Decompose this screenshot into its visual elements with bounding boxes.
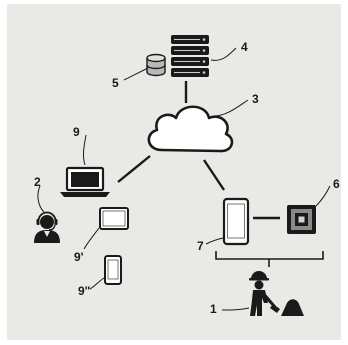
label-sensor: 6: [333, 177, 340, 191]
cloud-tablet-link: [203, 159, 225, 191]
label-server: 4: [241, 40, 248, 54]
label-tablet: 9': [74, 250, 84, 264]
label-cloud: 3: [252, 92, 259, 106]
cloud-icon: [147, 105, 234, 153]
smartphone-icon: [104, 255, 122, 285]
construction-worker-icon: [249, 271, 304, 316]
tablet-device-icon: [222, 197, 250, 246]
label-phone: 9": [78, 284, 90, 298]
cloud-laptop-link: [117, 155, 151, 183]
leader-lines: [37, 47, 331, 311]
label-laptop: 9: [73, 125, 80, 139]
label-field-tablet: 7: [197, 239, 204, 253]
database-cylinder-icon: [146, 53, 166, 77]
tablet-icon: [99, 207, 129, 230]
label-database: 5: [112, 76, 119, 90]
connection-lines: [117, 81, 280, 220]
label-operator: 2: [34, 175, 41, 189]
label-worker: 1: [210, 302, 217, 316]
field-group-bracket: [215, 251, 324, 267]
rfid-sensor-tag-icon: [287, 205, 316, 234]
server-rack-icon: [171, 35, 209, 77]
laptop-icon: [60, 166, 110, 197]
headset-operator-icon: [34, 211, 60, 243]
